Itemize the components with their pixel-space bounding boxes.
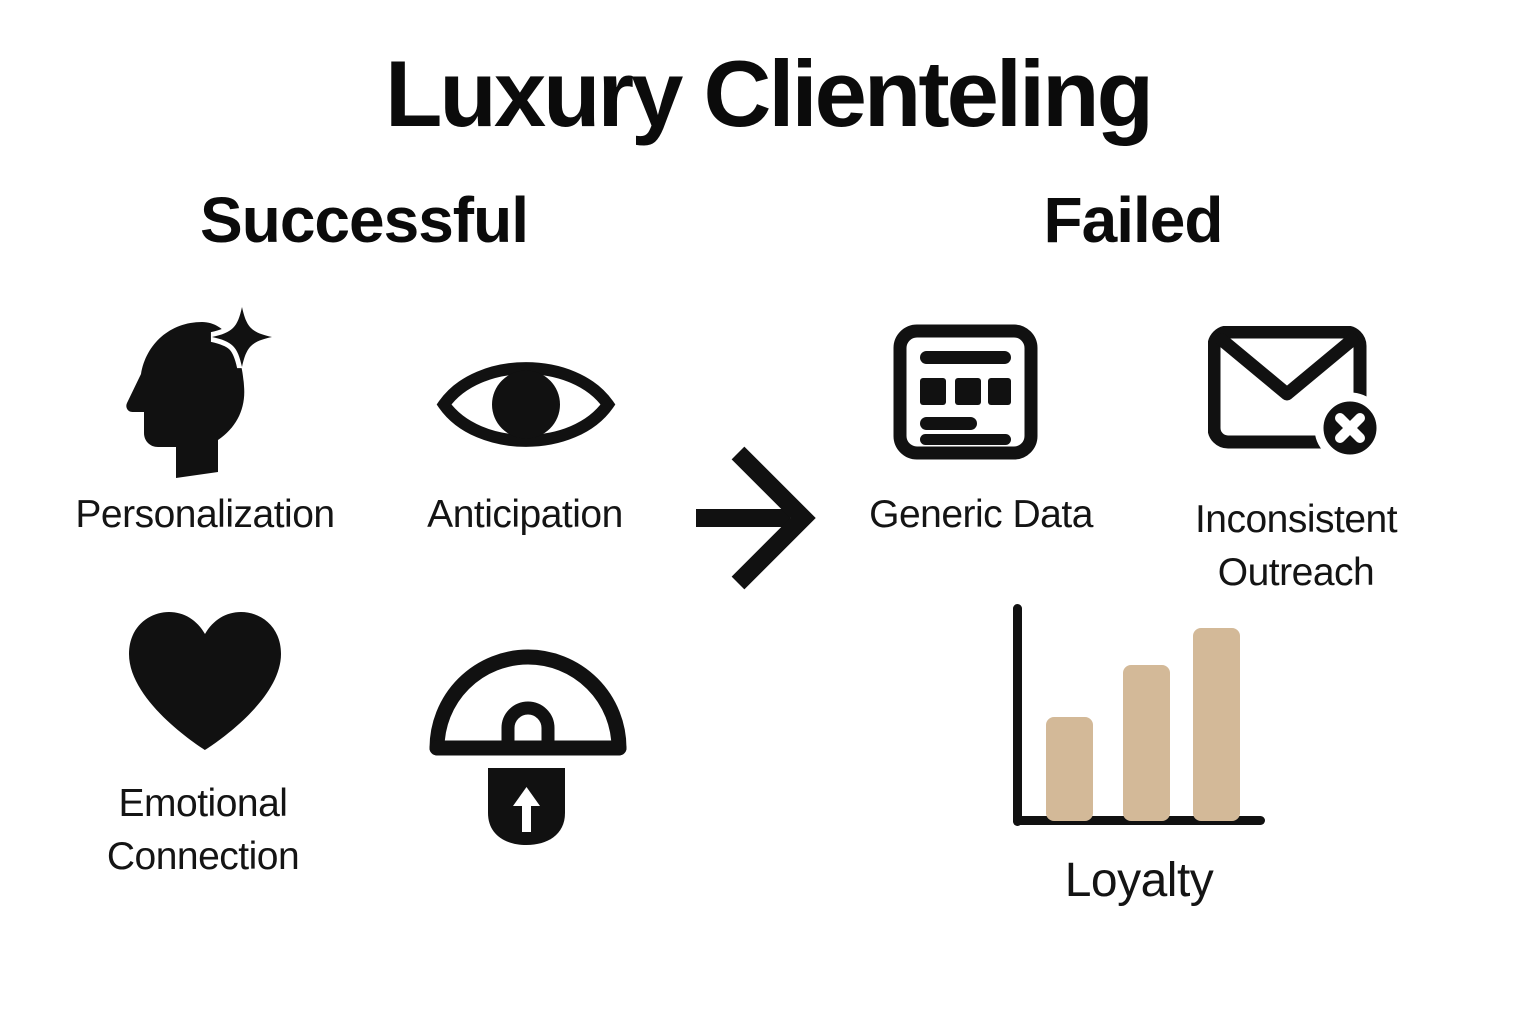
personalization-label: Personalization xyxy=(75,493,335,536)
emotional-connection-label: Emotional Connection xyxy=(106,782,300,879)
browser-data-icon xyxy=(893,324,1038,460)
generic-data-label: Generic Data xyxy=(869,493,1093,536)
failed-header: Failed xyxy=(1043,184,1224,256)
lock-dome-icon xyxy=(428,645,628,850)
anticipation-label: Anticipation xyxy=(427,493,623,536)
eye-icon xyxy=(436,342,616,467)
loyalty-bar-chart xyxy=(1013,604,1269,830)
successful-header: Successful xyxy=(200,184,529,256)
inconsistent-outreach-label: Inconsistent Outreach xyxy=(1194,498,1398,595)
loyalty-label: Loyalty xyxy=(1064,854,1214,907)
heart-icon xyxy=(123,606,287,750)
mail-error-icon xyxy=(1208,326,1388,466)
head-sparkle-icon xyxy=(124,300,272,480)
page-title: Luxury Clienteling xyxy=(385,41,1154,146)
arrow-right-icon xyxy=(694,444,816,592)
chart-y-axis xyxy=(1013,604,1022,826)
chart-bar-2 xyxy=(1123,665,1170,821)
chart-bar-1 xyxy=(1046,717,1093,821)
chart-bar-3 xyxy=(1193,628,1240,821)
